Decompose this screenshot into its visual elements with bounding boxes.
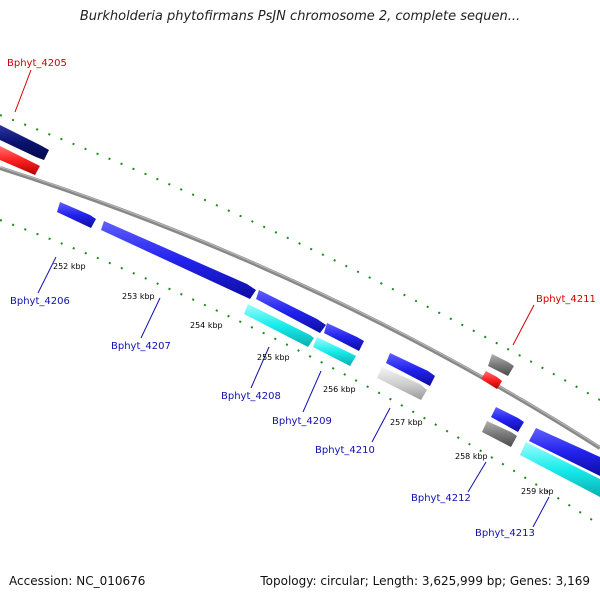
leader-line-bphyt-4209 — [302, 370, 322, 413]
kbp-label-255: 255 kbp — [257, 353, 290, 362]
kbp-label-257: 257 kbp — [390, 418, 423, 427]
genome-backbone — [0, 166, 600, 450]
topology-summary-text: Topology: circular; Length: 3,625,999 bp… — [260, 574, 590, 588]
gene-bphyt-4211-gray-feature[interactable] — [488, 354, 514, 376]
kbp-label-256: 256 kbp — [323, 385, 356, 394]
gene-label-bphyt-4205[interactable]: Bphyt_4205 — [7, 58, 67, 69]
leader-line-bphyt-4206 — [37, 256, 57, 294]
leader-line-bphyt-4212 — [467, 461, 487, 493]
kbp-label-253: 253 kbp — [122, 292, 155, 301]
gene-bphyt-4206-feature[interactable] — [57, 202, 96, 228]
gene-label-bphyt-4209[interactable]: Bphyt_4209 — [272, 416, 332, 427]
gene-bphyt-4209-cyan-feature[interactable] — [313, 337, 356, 366]
gene-bphyt-4208-cyan-feature[interactable] — [244, 304, 314, 347]
leader-line-bphyt-4207 — [140, 297, 161, 339]
leader-line-bphyt-4205 — [14, 69, 32, 113]
gene-label-bphyt-4207[interactable]: Bphyt_4207 — [111, 341, 171, 352]
gene-bphyt-4213-cyan-feature[interactable] — [520, 442, 600, 497]
outer-tick-track — [0, 114, 600, 401]
gene-label-bphyt-4211[interactable]: Bphyt_4211 — [536, 294, 596, 305]
kbp-label-258: 258 kbp — [455, 452, 488, 461]
leader-line-bphyt-4208 — [250, 346, 270, 389]
kbp-label-254: 254 kbp — [190, 321, 223, 330]
gene-bphyt-4211-red-feature[interactable] — [481, 371, 502, 389]
gene-label-bphyt-4213[interactable]: Bphyt_4213 — [475, 528, 535, 539]
gene-bphyt-4213-blue-feature[interactable] — [529, 428, 600, 476]
gene-bphyt-4210-blue-feature[interactable] — [386, 353, 435, 386]
gene-bphyt-4207-feature[interactable] — [101, 221, 256, 299]
gene-bphyt-4209-blue-feature[interactable] — [324, 323, 364, 351]
kbp-label-259: 259 kbp — [521, 487, 554, 496]
leader-line-bphyt-4211 — [512, 304, 535, 346]
gene-bphyt-4212-gray-feature[interactable] — [482, 421, 517, 447]
leader-line-bphyt-4210 — [371, 407, 391, 443]
accession-text: Accession: NC_010676 — [9, 574, 146, 588]
gene-bphyt-4208-blue-feature[interactable] — [256, 290, 326, 333]
gene-label-bphyt-4210[interactable]: Bphyt_4210 — [315, 445, 375, 456]
gene-label-bphyt-4206[interactable]: Bphyt_4206 — [10, 296, 70, 307]
map-title: Burkholderia phytofirmans PsJN chromosom… — [79, 9, 521, 24]
gene-label-bphyt-4212[interactable]: Bphyt_4212 — [411, 493, 471, 504]
gene-label-bphyt-4208[interactable]: Bphyt_4208 — [221, 391, 281, 402]
gene-bphyt-4212-blue-feature[interactable] — [491, 407, 524, 432]
kbp-label-252: 252 kbp — [53, 262, 86, 271]
gene-bphyt-4210-gray-feature[interactable] — [377, 367, 427, 400]
leader-line-bphyt-4213 — [532, 496, 550, 528]
gene-bphyt-4205-feature[interactable] — [0, 125, 49, 160]
gene-bphyt-4205-red-feature[interactable] — [0, 146, 40, 175]
